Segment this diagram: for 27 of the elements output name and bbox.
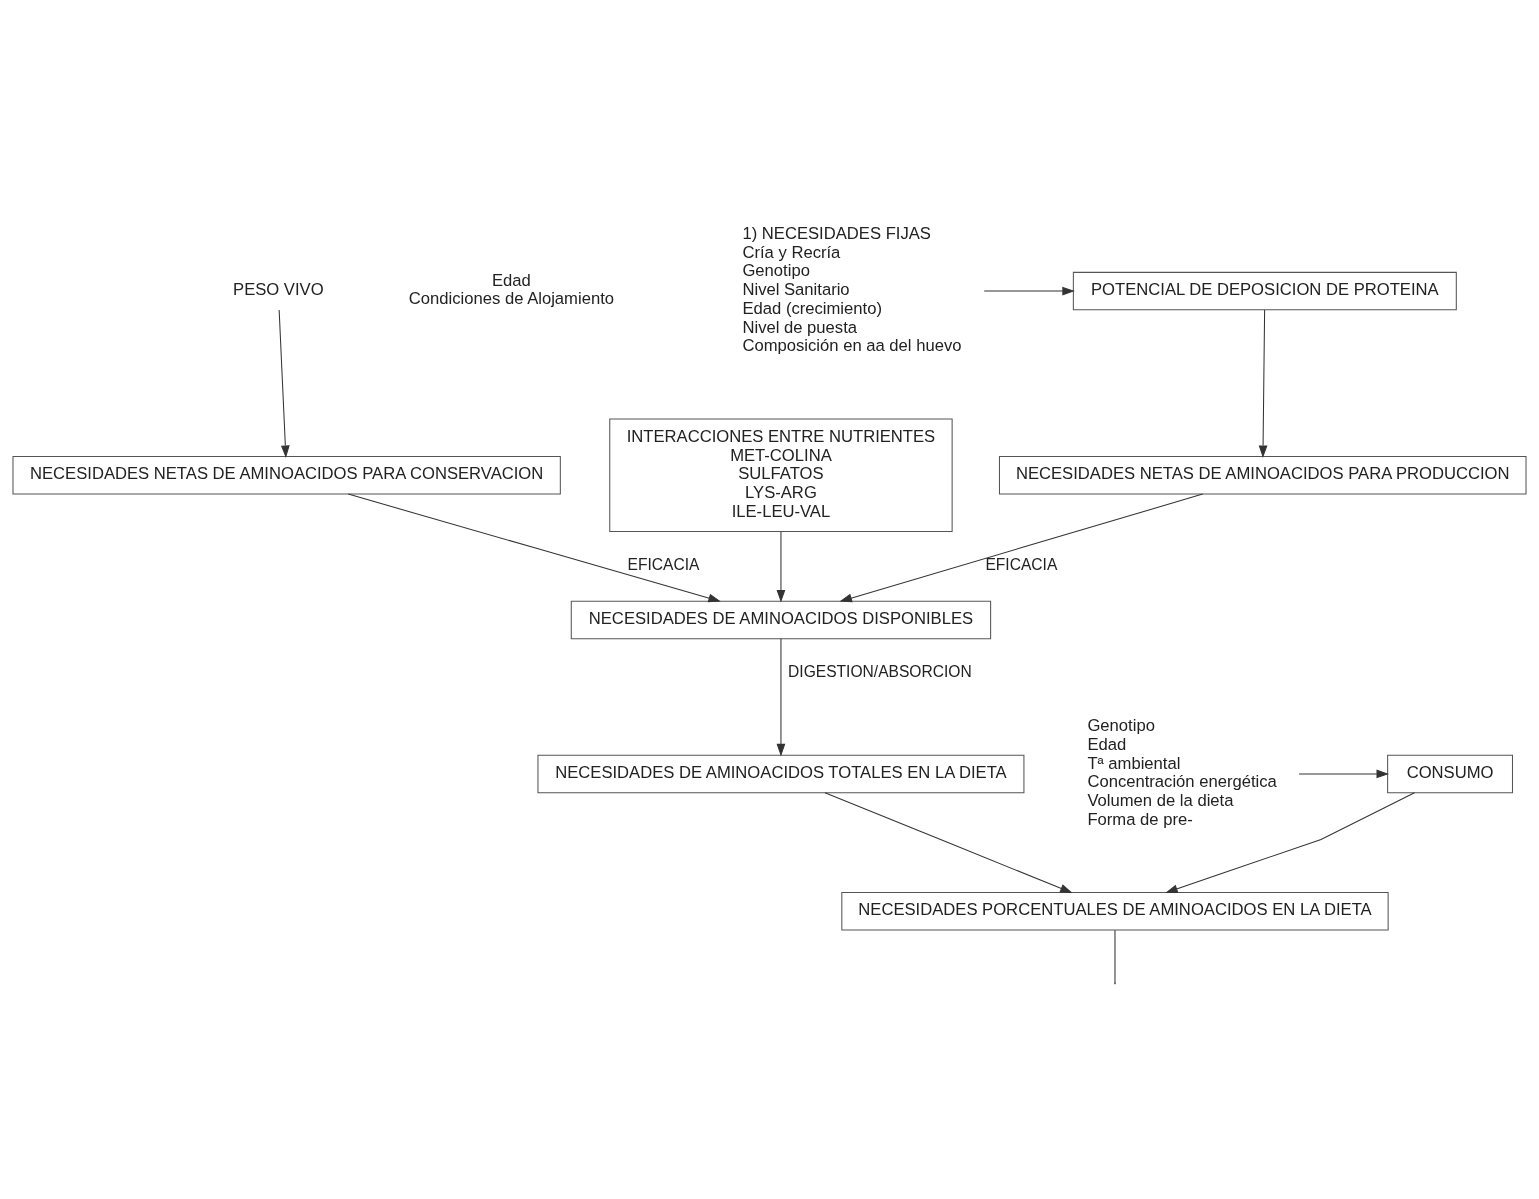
arrow bbox=[824, 791, 1073, 893]
edge-label: EFICACIA bbox=[627, 555, 700, 573]
arrow bbox=[278, 308, 290, 458]
label: Edad bbox=[492, 270, 531, 290]
edge-label: EFICACIA bbox=[985, 555, 1058, 573]
arrow bbox=[776, 637, 786, 756]
node-text: PESO VIVO bbox=[233, 279, 324, 299]
node-box: NECESIDADES PORCENTUALES DE AMINOACIDOS EN LA DIETA bbox=[841, 891, 1389, 931]
arrow bbox=[839, 493, 1204, 602]
arrow bbox=[347, 493, 721, 602]
node-box: NECESIDADES NETAS DE AMINOACIDOS PARA PRODUCCION bbox=[998, 455, 1527, 494]
arrow bbox=[1165, 791, 1415, 893]
node-box: NECESIDADES DE AMINOACIDOS TOTALES EN LA DIETA bbox=[537, 754, 1025, 793]
arrow bbox=[776, 530, 786, 602]
node-text: Genotipo Edad Tª ambiental Concentración energética Volumen de la dieta Forma de pre- bbox=[1087, 715, 1277, 829]
node-box: NECESIDADES DE AMINOACIDOS DISPONIBLES bbox=[570, 600, 992, 639]
arrow bbox=[1298, 769, 1389, 778]
arrow bbox=[1258, 308, 1268, 458]
node-box: CONSUMO bbox=[1387, 754, 1513, 793]
edge-label: DIGESTION/ABSORCION bbox=[788, 662, 972, 680]
node-box: POTENCIAL DE DEPOSICION DE PROTEINA bbox=[1072, 271, 1457, 310]
label: Condiciones de Alojamiento bbox=[408, 288, 615, 308]
node-box: NECESIDADES NETAS DE AMINOACIDOS PARA CONSERVACION bbox=[12, 455, 561, 494]
node-text: 1) NECESIDADES FIJAS Cría y Recría Genotipo Nivel Sanitario Edad (crecimiento) Nivel de puesta Composición en aa del huevo bbox=[742, 223, 962, 355]
connector bbox=[1114, 929, 1116, 983]
arrow bbox=[983, 286, 1075, 295]
node-box: INTERACCIONES ENTRE NUTRIENTES MET-COLINA SULFATOS LYS-ARG ILE-LEU-VAL bbox=[609, 418, 953, 532]
